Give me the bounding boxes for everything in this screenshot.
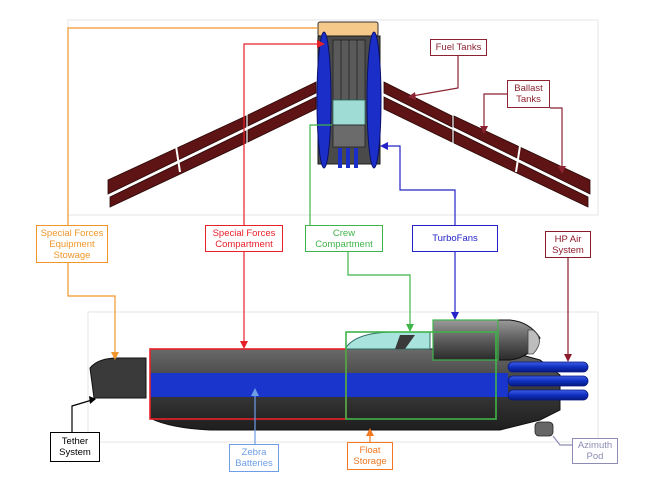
fuel-connector — [411, 56, 459, 97]
label-sf-equipment-stowage: Special Forces Equipment Stowage — [36, 225, 108, 263]
side-hull — [89, 319, 589, 437]
ballast-connector — [483, 93, 507, 130]
label-turbofans: TurboFans — [412, 225, 498, 252]
label-fuel-tanks: Fuel Tanks — [430, 39, 487, 56]
label-hp-air-system: HP Air System — [545, 231, 591, 258]
top-fuselage — [316, 21, 382, 169]
crew-compartment-outline — [345, 331, 497, 420]
azimuth-connector — [552, 435, 572, 446]
label-ballast-tanks: Ballast Tanks — [507, 80, 550, 108]
turbofan-outline — [432, 319, 499, 361]
label-tether-system: Tether System — [50, 432, 100, 462]
right-wing — [383, 81, 591, 208]
tether-connector — [71, 399, 93, 432]
label-float-storage: Float Storage — [347, 442, 393, 470]
turbofan-connector — [384, 145, 456, 225]
crew-connector — [309, 124, 332, 225]
label-crew-compartment: Crew Compartment — [305, 225, 383, 252]
label-zebra-batteries: Zebra Batteries — [229, 444, 279, 472]
equipment-connector — [67, 27, 318, 225]
sf-connector — [243, 43, 320, 225]
label-sf-compartment: Special Forces Compartment — [205, 225, 283, 252]
label-azimuth-pod: Azimuth Pod — [572, 438, 618, 464]
left-wing — [107, 81, 317, 208]
